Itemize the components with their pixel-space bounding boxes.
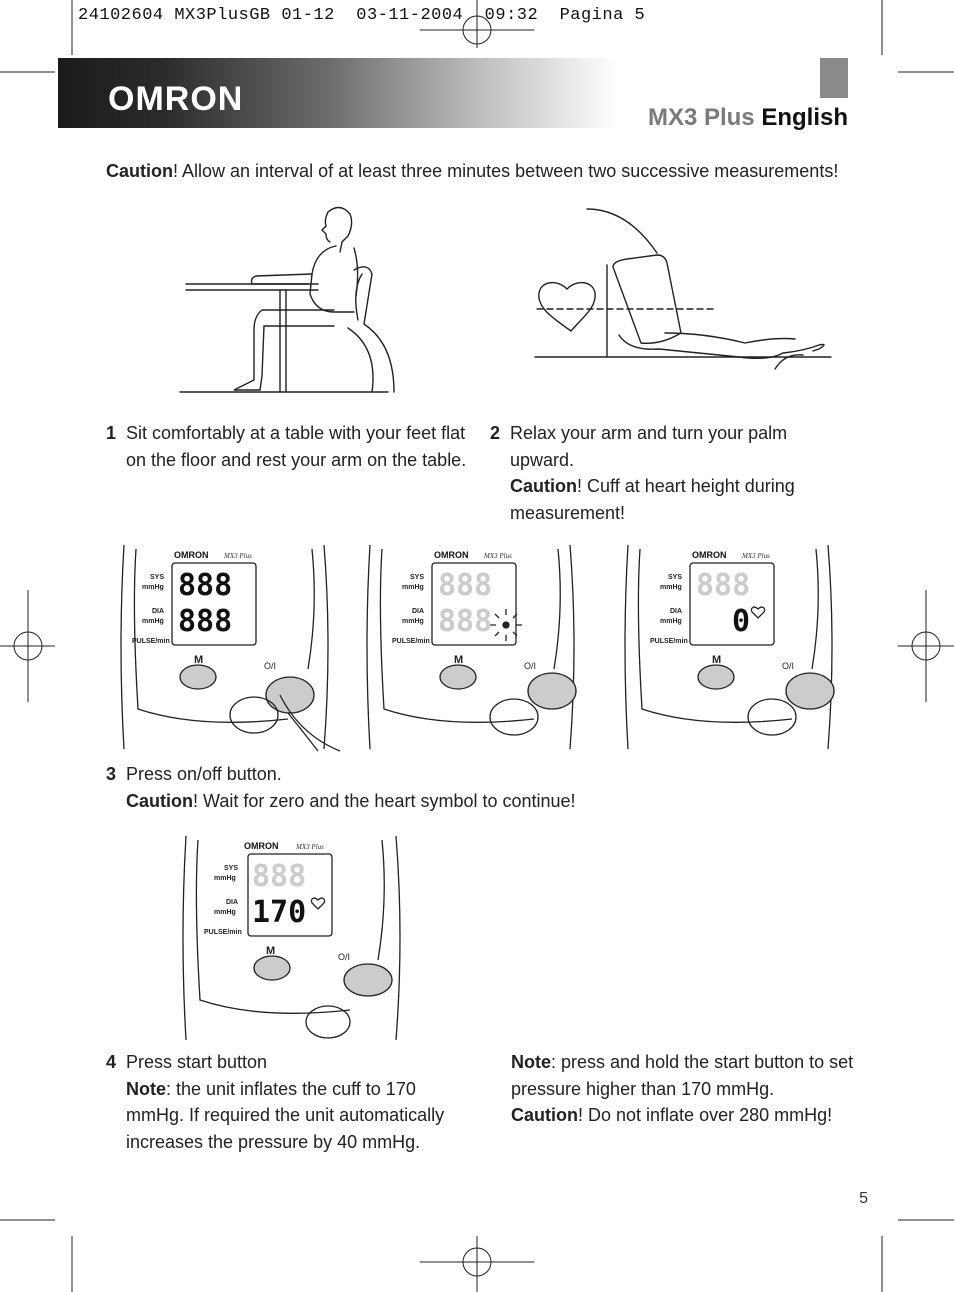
dia-label: DIA [152, 608, 164, 615]
device-model: MX3 Plus [741, 552, 770, 560]
zero-display: 0 [732, 604, 750, 639]
step-number: 2 [490, 423, 501, 443]
sys-label: SYS [410, 574, 424, 581]
sys-unit: mmHg [142, 584, 164, 591]
header-band [58, 58, 618, 128]
dia-label: DIA [226, 899, 238, 906]
step-2: 2 Relax your arm and turn your palm upwa… [490, 420, 840, 526]
dia-display: 888 [438, 604, 492, 639]
device-brand: OMRON [174, 550, 209, 560]
language-name: English [761, 104, 848, 131]
side-note: Note: press and hold the start button to… [511, 1049, 856, 1129]
sys-display: 888 [178, 568, 232, 603]
sys-unit: mmHg [660, 584, 682, 591]
caution-text: ! Cuff at heart height during measuremen… [510, 476, 795, 523]
memory-button-label: M [454, 654, 463, 666]
step-text: Sit comfortably at a table with your fee… [126, 423, 467, 470]
step-text: Press start button [126, 1052, 268, 1072]
memory-button-label: M [712, 654, 721, 666]
caution-text: ! Do not inflate over 280 mmHg! [578, 1105, 833, 1125]
sys-display: 888 [438, 568, 492, 603]
sys-display: 888 [252, 859, 306, 894]
dia-unit: mmHg [402, 618, 424, 625]
power-symbol: O/I [524, 661, 536, 671]
model-name: MX3 Plus [647, 104, 755, 131]
caution-text: ! Wait for zero and the heart symbol to … [193, 790, 576, 811]
arm-cuff-illustration [534, 208, 832, 370]
power-symbol: O/I [782, 661, 794, 671]
device-brand: OMRON [434, 550, 469, 560]
caution-intro: Caution! Allow an interval of at least t… [106, 158, 886, 185]
dia-unit: mmHg [142, 618, 164, 625]
note-label: Note [126, 1078, 166, 1099]
dia-display: 888 [178, 604, 232, 639]
device-brand: OMRON [692, 550, 727, 560]
sys-label: SYS [150, 574, 164, 581]
pulse-label: PULSE/min [650, 638, 688, 645]
device-model: MX3 Plus [223, 552, 252, 560]
device-panel-inflate: OMRON MX3 Plus SYS mmHg DIA mmHg PULSE/m… [182, 835, 401, 1041]
sys-label: SYS [668, 574, 682, 581]
step-text: Relax your arm and turn your palm upward… [510, 423, 788, 470]
model-title: MX3 Plus English [648, 104, 848, 132]
memory-button-label: M [194, 654, 203, 666]
memory-button-label: M [266, 945, 275, 957]
inflate-display: 170 [252, 895, 306, 930]
step-body: Press start button Note: the unit inflat… [126, 1049, 468, 1155]
caution-label: Caution [511, 1105, 578, 1125]
step-number: 4 [106, 1052, 117, 1072]
sys-display: 888 [696, 568, 750, 603]
device-panel-zero: OMRON MX3 Plus SYS mmHg DIA mmHg PULSE/m… [624, 544, 835, 750]
sys-unit: mmHg [214, 875, 236, 882]
step-1: 1 Sit comfortably at a table with your f… [106, 420, 468, 473]
pulse-label: PULSE/min [132, 638, 170, 645]
step-body: Press on/off button. Caution! Wait for z… [126, 761, 576, 814]
step-number: 3 [106, 764, 117, 784]
language-tab [820, 58, 848, 98]
dia-unit: mmHg [214, 909, 236, 916]
caution-label: Caution [126, 790, 193, 811]
omron-logo: OMRON [108, 80, 244, 118]
caution-label: Caution [510, 476, 577, 496]
note-text: : the unit inflates the cuff to 170 mmHg… [126, 1078, 445, 1152]
pulse-label: PULSE/min [392, 638, 430, 645]
sys-label: SYS [224, 865, 238, 872]
note-text: : press and hold the start button to set… [511, 1052, 854, 1099]
print-header: 24102604 MX3PlusGB 01-12 03-11-2004 09:3… [78, 6, 646, 25]
pulse-label: PULSE/min [204, 929, 242, 936]
device-brand: OMRON [244, 841, 279, 851]
step-3: 3 Press on/off button. Caution! Wait for… [106, 761, 706, 814]
note-label: Note [511, 1052, 551, 1072]
power-symbol: O/I [264, 661, 276, 671]
dia-label: DIA [670, 608, 682, 615]
caution-label: Caution [106, 161, 173, 181]
sitting-posture-illustration [179, 206, 395, 393]
device-panel-wait: OMRON MX3 Plus SYS mmHg DIA mmHg PULSE/m… [366, 544, 577, 750]
dia-label: DIA [412, 608, 424, 615]
device-panel-on: OMRON MX3 Plus SYS mmHg DIA mmHg PULSE/m… [120, 544, 341, 752]
page-number: 5 [859, 1190, 868, 1207]
step-body: Relax your arm and turn your palm upward… [510, 420, 840, 526]
sys-unit: mmHg [402, 584, 424, 591]
device-model: MX3 Plus [295, 843, 324, 851]
power-symbol: O/I [338, 952, 350, 962]
device-model: MX3 Plus [483, 552, 512, 560]
caution-text: ! Allow an interval of at least three mi… [173, 161, 839, 181]
step-number: 1 [106, 423, 117, 443]
step-4: 4 Press start button Note: the unit infl… [106, 1049, 468, 1155]
dia-unit: mmHg [660, 618, 682, 625]
step-text: Press on/off button. [126, 764, 282, 784]
